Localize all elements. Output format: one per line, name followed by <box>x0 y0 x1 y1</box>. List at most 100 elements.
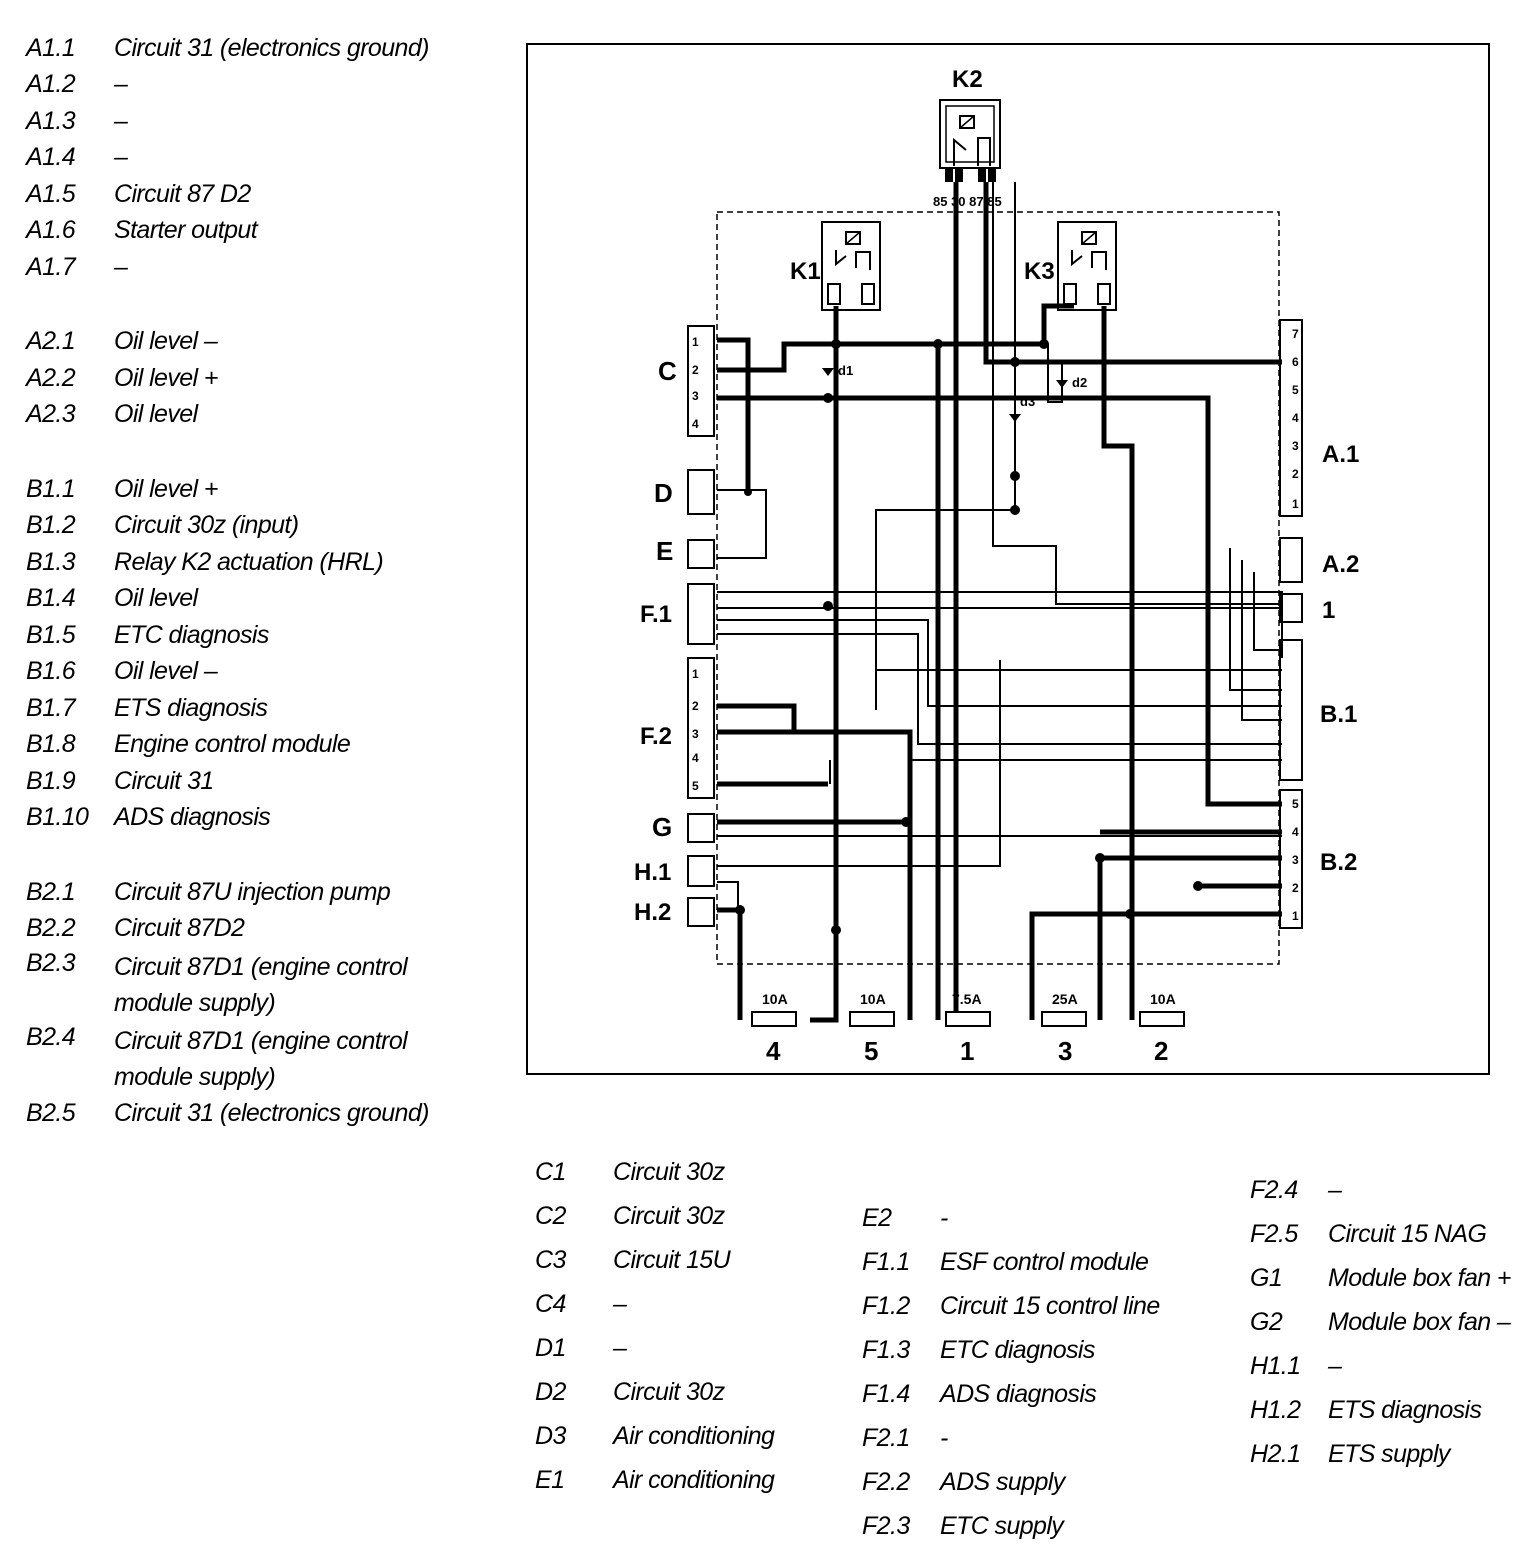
connector-e-label: E <box>656 536 673 566</box>
legend-code: B1.4 <box>26 584 76 613</box>
svg-text:4: 4 <box>1292 825 1299 839</box>
legend-code: B1.9 <box>26 766 76 795</box>
legend-desc: Circuit 87U injection pump <box>114 877 391 906</box>
legend-code: C3 <box>535 1245 566 1274</box>
legend-desc: Circuit 87D1 (engine control module supp… <box>114 953 408 1017</box>
legend-desc: Circuit 15U <box>613 1245 731 1274</box>
connector-a1-label: A.1 <box>1322 441 1359 468</box>
legend-code: B1.5 <box>26 620 76 649</box>
relay-k1: K1 <box>790 221 881 311</box>
legend-row: E2- <box>862 1196 1160 1240</box>
svg-text:4: 4 <box>692 751 699 765</box>
legend-desc: Air conditioning <box>613 1421 775 1450</box>
legend-row: F2.2 ADS supply <box>862 1460 1160 1504</box>
svg-text:4: 4 <box>692 417 699 431</box>
svg-text:4: 4 <box>1292 411 1299 425</box>
legend-code: A1.1 <box>26 33 76 62</box>
legend-desc: ETS supply <box>1328 1439 1450 1468</box>
legend-code: B1.1 <box>26 474 76 503</box>
fuse-1-rating: 7.5A <box>952 991 982 1007</box>
legend-code: A1.3 <box>26 106 76 135</box>
legend-desc: - <box>940 1423 948 1452</box>
legend-row: F2.4– <box>1250 1168 1511 1212</box>
svg-text:1: 1 <box>1292 909 1299 923</box>
legend-desc: Circuit 31 <box>114 766 214 795</box>
fuse-2-rating: 10A <box>1150 991 1176 1007</box>
legend-desc: ADS supply <box>940 1467 1065 1496</box>
legend-code: A2.2 <box>26 363 76 392</box>
connector-b1-label: B.1 <box>1320 701 1357 728</box>
legend-code: G2 <box>1250 1307 1283 1336</box>
legend-desc: ETS diagnosis <box>114 693 268 722</box>
legend-desc: ETC supply <box>940 1511 1064 1540</box>
legend-code: D2 <box>535 1377 566 1406</box>
legend-desc: Module box fan + <box>1328 1263 1512 1292</box>
relay-k2: K2 85 30 87 85 <box>933 66 1002 209</box>
diagram-frame <box>526 43 1490 1075</box>
legend-row: A1.7– <box>26 249 466 286</box>
right-connectors: 76 54 32 1 A.1 A.2 1 B.1 54 32 1 B.2 <box>1279 319 1359 929</box>
legend-desc: ETS diagnosis <box>1328 1395 1482 1424</box>
svg-text:7: 7 <box>1292 327 1299 341</box>
legend-code: F1.3 <box>862 1335 910 1364</box>
diode-d3-label: d3 <box>1020 394 1035 409</box>
legend-code: F2.3 <box>862 1511 910 1540</box>
legend-desc: Oil level <box>114 400 198 429</box>
fuse-5-number: 5 <box>864 1036 878 1066</box>
legend-desc: - <box>940 1203 948 1232</box>
legend-row: C4– <box>535 1282 774 1326</box>
legend-code: B2.4 <box>26 1023 76 1051</box>
legend-desc: Oil level + <box>114 474 218 503</box>
svg-text:5: 5 <box>1292 383 1299 397</box>
legend-code: B1.3 <box>26 547 76 576</box>
legend-row: F2.3 ETC supply <box>862 1504 1160 1548</box>
fuse-4-rating: 10A <box>762 991 788 1007</box>
relay-k2-label: K2 <box>952 66 983 93</box>
legend-desc: Circuit 15 control line <box>940 1291 1160 1320</box>
relay-k3: K3 <box>1024 221 1117 311</box>
legend-desc: Circuit 30z (input) <box>114 511 299 540</box>
legend-code: B1.8 <box>26 730 76 759</box>
legend-row: A1.4– <box>26 140 466 177</box>
wires-heavy <box>717 182 1282 1023</box>
legend-row: D1– <box>535 1326 774 1370</box>
legend-code: F2.5 <box>1250 1219 1298 1248</box>
module-box-outline <box>716 211 1280 965</box>
legend-desc: ESF control module <box>940 1247 1149 1276</box>
legend-desc: Starter output <box>114 216 258 245</box>
legend-desc: Circuit 87D1 (engine control module supp… <box>114 1027 408 1091</box>
legend-row: B2.4 Circuit 87D1 (engine control module … <box>26 1021 466 1095</box>
connector-f2-label: F.2 <box>640 723 672 750</box>
legend-row: F2.1- <box>862 1416 1160 1460</box>
legend-row: A1.1 Circuit 31 (electronics ground) <box>26 30 466 67</box>
svg-text:5: 5 <box>692 779 699 793</box>
legend-row: B1.1 Oil level + <box>26 471 466 508</box>
legend-code: F2.2 <box>862 1467 910 1496</box>
legend-desc: Circuit 31 (electronics ground) <box>114 33 429 62</box>
legend-code: E1 <box>535 1465 565 1494</box>
fuses: 10A 10A 7.5A 25A 10A 4 5 1 3 2 <box>751 991 1185 1066</box>
legend-code: A1.5 <box>26 179 76 208</box>
legend-code: D1 <box>535 1333 566 1362</box>
legend-desc: Circuit 31 (electronics ground) <box>114 1098 429 1127</box>
legend-desc: Circuit 87 D2 <box>114 179 251 208</box>
